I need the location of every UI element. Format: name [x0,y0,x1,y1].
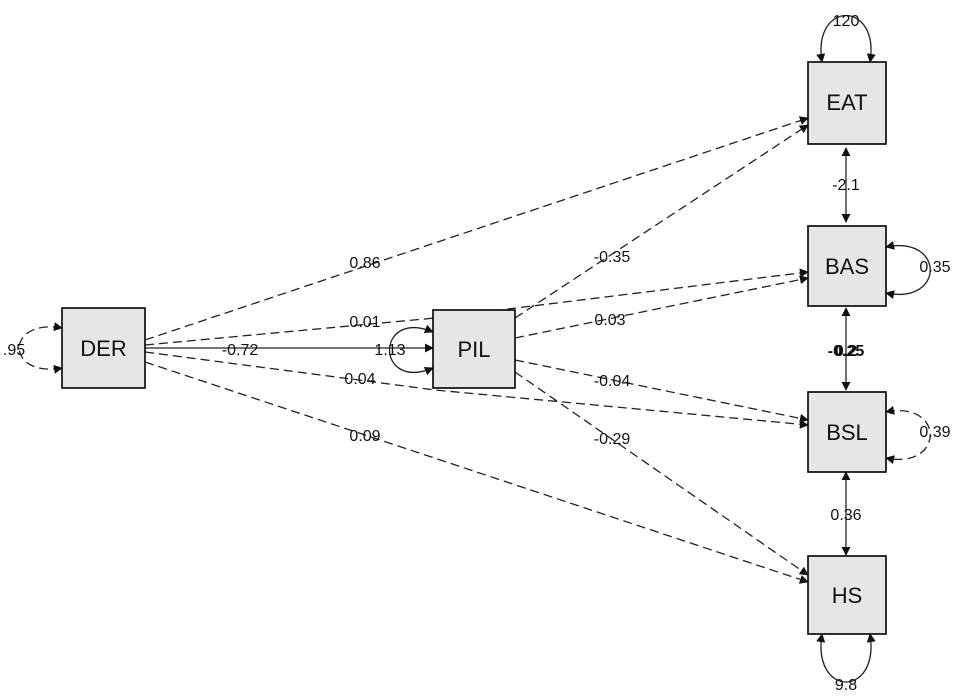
var-loop-eat [816,14,876,63]
label-der-bsl: 0.04 [344,371,375,388]
label-pil-hs: -0.29 [594,431,631,448]
node-bas-label: BAS [825,254,869,279]
label-var-pil: 1.13 [374,342,405,359]
var-loop-pil [389,324,434,376]
var-loop-hs [816,633,876,683]
edge-pil-eat [514,124,809,319]
var-loop-der [18,322,63,374]
edge-der-eat [144,116,809,341]
node-bsl: BSL [807,391,887,473]
node-bas: BAS [807,225,887,307]
node-hs: HS [807,555,887,635]
label-pil-eat: -0.35 [594,249,631,266]
label-cov-bas-bsl-a: -0.25 [828,343,865,360]
label-pil-bas: 0.03 [594,312,625,329]
node-der: DER [61,307,146,389]
label-var-eat: 120 [833,13,860,30]
node-eat: EAT [807,61,887,145]
edge-pil-bas [514,275,809,339]
label-der-hs: 0.09 [349,428,380,445]
label-der-eat: 0.86 [349,255,380,272]
label-der-pil: -0.72 [222,342,259,359]
label-cov-eat-bas: -2.1 [832,177,860,194]
node-hs-label: HS [832,583,863,608]
edge-pil-hs [514,371,809,576]
node-der-label: DER [80,336,126,361]
edge-pil-bsl [514,359,809,423]
label-pil-bsl: -0.04 [594,373,631,390]
label-var-bas: 0.35 [919,259,950,276]
label-var-hs: 9.8 [835,677,857,694]
label-var-der: .95 [3,342,25,359]
var-loop-bas [885,240,931,300]
edge-der-hs [144,361,809,584]
var-loop-bsl [885,405,931,465]
node-bsl-label: BSL [826,420,868,445]
label-der-bas: 0.01 [349,314,380,331]
node-pil-label: PIL [457,337,490,362]
node-eat-label: EAT [826,90,867,115]
label-cov-bas-bsl-b: 0.2 [835,343,857,360]
node-pil: PIL [432,309,516,389]
label-cov-bsl-hs: 0.36 [830,507,861,524]
label-var-bsl: 0.39 [919,424,950,441]
